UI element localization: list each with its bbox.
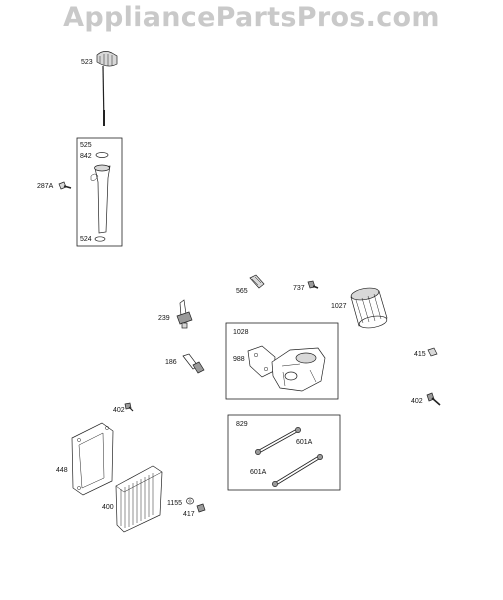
fitting-565-part[interactable] [249,274,265,289]
oil-cooler-part[interactable] [115,465,163,533]
plug-415-part[interactable] [427,347,438,357]
label-565: 565 [236,288,248,295]
label-417: 417 [183,511,195,518]
label-287A: 287A [37,183,54,190]
label-1028: 1028 [233,329,249,336]
label-239: 239 [158,315,170,322]
label-601A-lower: 601A [250,469,267,476]
oil-pressure-switch-part[interactable] [176,299,193,329]
label-523: 523 [81,59,93,66]
hose-lower-part[interactable] [272,454,323,487]
fitting-186-part[interactable] [182,353,205,374]
label-402-left: 402 [113,407,125,414]
label-988: 988 [233,356,245,363]
dipstick-rod-part[interactable] [102,65,105,126]
label-601A-upper: 601A [296,439,313,446]
adapter-box [225,322,339,400]
dipstick-tube-box [76,137,123,247]
label-402-right: 402 [411,398,423,405]
tube-seal-part[interactable] [94,236,106,242]
oil-filter-adapter-part[interactable] [271,347,326,392]
screw-402-left-part[interactable] [124,402,134,412]
watermark-logo: AppliancePartsPros.com [63,2,440,33]
screw-417-part[interactable] [196,503,206,513]
label-415: 415 [414,351,426,358]
screw-287A-part[interactable] [58,181,72,190]
cooler-bracket-part[interactable] [71,422,114,496]
screw-402-right-part[interactable] [426,392,441,406]
label-842: 842 [80,153,92,160]
label-829: 829 [236,421,248,428]
hose-upper-part[interactable] [255,427,301,455]
dipstick-cap-part[interactable] [96,51,118,67]
label-525: 525 [80,142,92,149]
adapter-gasket-part[interactable] [247,345,276,378]
label-524: 524 [80,236,92,243]
washer-1155-part[interactable] [186,497,194,505]
label-400: 400 [102,504,114,511]
label-1027: 1027 [331,303,347,310]
bolt-737-part[interactable] [307,280,319,289]
label-1155: 1155 [167,500,182,507]
dipstick-tube-part[interactable] [90,164,111,234]
o-ring-part[interactable] [95,152,109,158]
label-186: 186 [165,359,177,366]
label-448: 448 [56,467,68,474]
hose-box [227,414,341,491]
oil-filter-part[interactable] [350,286,388,330]
label-737: 737 [293,285,305,292]
